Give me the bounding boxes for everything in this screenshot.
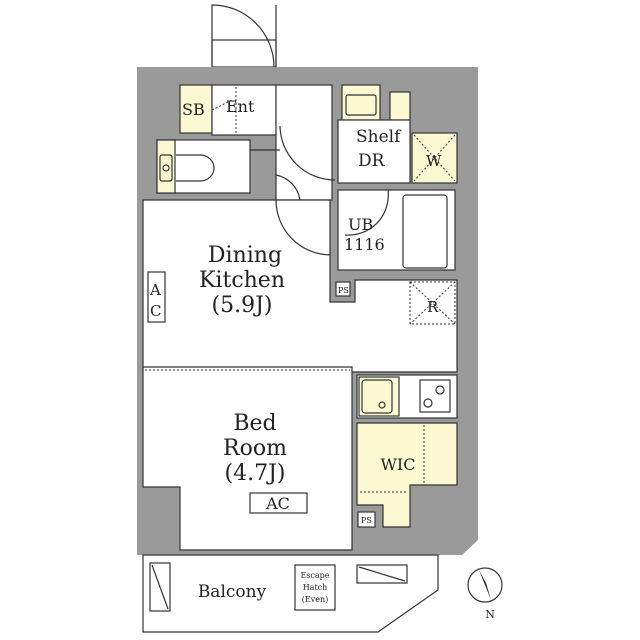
- r-label: R: [427, 298, 439, 316]
- hatch-label: Hatch: [303, 583, 328, 592]
- compass-label: N: [485, 608, 495, 621]
- wic-label: WIC: [380, 455, 415, 474]
- walk-in-closet: [356, 422, 458, 528]
- refrigerator-space: [409, 281, 456, 325]
- escape-label: Escape: [300, 571, 329, 580]
- dressing-room: [337, 119, 411, 184]
- ps-label: PS: [338, 286, 349, 295]
- shelf-label: Shelf: [356, 127, 402, 147]
- ub-size: 1116: [344, 235, 385, 254]
- shelf: [389, 91, 411, 121]
- ub-label: UB: [348, 215, 373, 234]
- dk-ac: [147, 271, 166, 323]
- ps2-label: PS: [361, 516, 372, 525]
- w-label: W: [426, 152, 442, 170]
- bathtub: [402, 194, 448, 269]
- escape-hatch: [294, 564, 336, 611]
- balcony-label: Balcony: [198, 582, 267, 602]
- ac-a: A: [149, 281, 161, 299]
- ent-label: Ent: [226, 97, 255, 116]
- bed-label: Bed: [233, 411, 276, 436]
- room-label: Room: [223, 436, 287, 461]
- dr-label: DR: [358, 151, 386, 171]
- washer-space: [341, 84, 381, 121]
- dining-label: Dining: [208, 243, 282, 268]
- entrance-door: [211, 4, 277, 68]
- dining-size: (5.9J): [212, 293, 273, 318]
- ps-box-2: [357, 511, 376, 528]
- bed-size: (4.7J): [225, 461, 286, 486]
- even-label: (Even): [302, 595, 329, 604]
- sink: [361, 379, 393, 414]
- kitchen-label: Kitchen: [199, 268, 285, 293]
- unit-bath: [337, 189, 456, 271]
- sb-label: SB: [182, 100, 205, 119]
- hallway: [275, 84, 333, 201]
- ac-c: C: [150, 302, 161, 320]
- bed-ac-label: AC: [265, 494, 290, 513]
- stove: [419, 379, 451, 413]
- bed-ac: [249, 492, 308, 514]
- north-compass-icon: [467, 567, 503, 603]
- ps-box: [335, 281, 351, 297]
